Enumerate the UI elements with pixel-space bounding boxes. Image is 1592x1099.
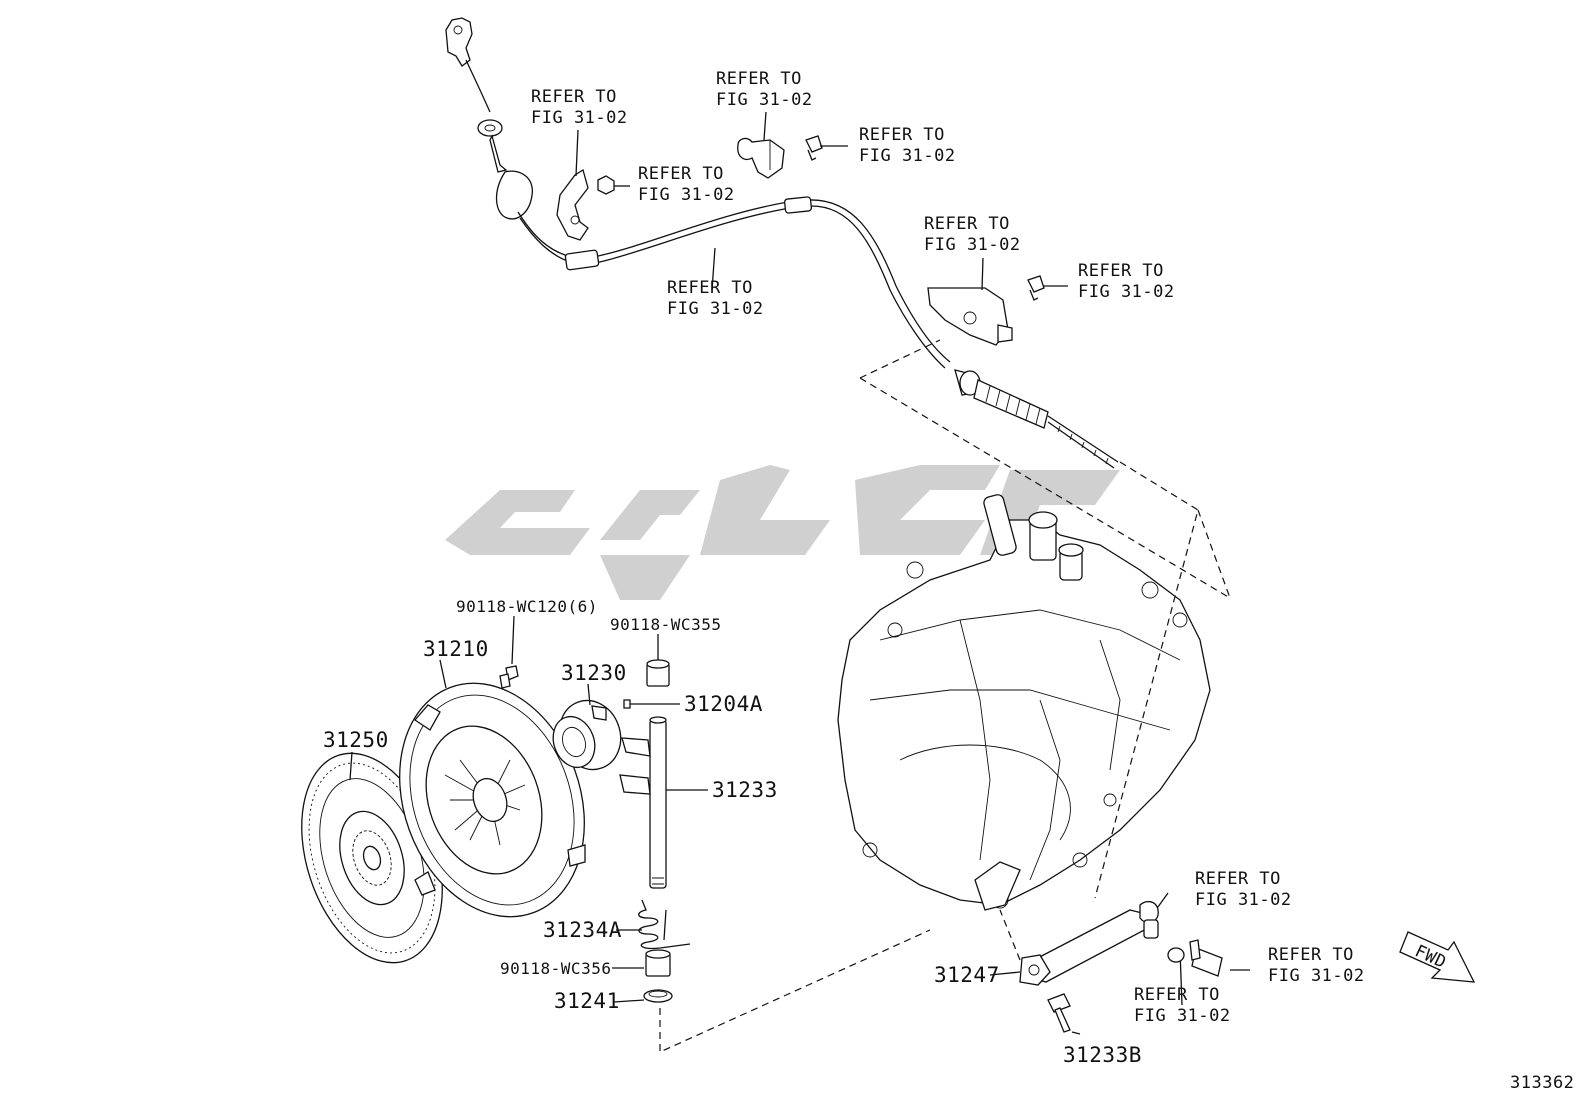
watermark-logo [445,465,1120,600]
bushing-upper [646,659,670,687]
refer-line2: FIG 31-02 [859,146,956,166]
refer-line2: FIG 31-02 [1078,282,1175,302]
refer-label-7: REFER TO FIG 31-02 [1078,261,1175,302]
refer-line1: REFER TO [716,69,802,89]
cable-clamp-top [737,137,785,179]
part-number-90118-wc120: 90118-WC120(6) [456,597,598,616]
refer-line1: REFER TO [1195,869,1281,889]
figure-id: 313362 [1510,1073,1574,1093]
pin-31204a [623,699,680,709]
refer-line2: FIG 31-02 [638,185,735,205]
part-number-31233: 31233 [712,778,778,802]
lever-bushing [1143,919,1159,939]
lever-bolt [1047,993,1071,1033]
part-number-31230: 31230 [561,661,627,685]
part-number-31250: 31250 [323,728,389,752]
refer-line2: FIG 31-02 [716,90,813,110]
release-fork-shaft [619,716,667,889]
refer-line1: REFER TO [667,278,753,298]
refer-leaders [575,111,1250,1006]
refer-label-8: REFER TO FIG 31-02 [1195,869,1292,910]
refer-label-1: REFER TO FIG 31-02 [531,87,628,128]
part-number-31233b: 31233B [1063,1043,1142,1067]
refer-line1: REFER TO [924,214,1010,234]
cable-bracket-right [927,287,1013,346]
part-number-90118-wc356: 90118-WC356 [500,959,611,978]
refer-line1: REFER TO [638,164,724,184]
refer-line1: REFER TO [859,125,945,145]
bushing-lower [645,949,671,977]
lever-pushrod [1189,939,1223,977]
part-number-90118-wc355: 90118-WC355 [610,615,721,634]
refer-label-5: REFER TO FIG 31-02 [667,278,764,319]
refer-label-3: REFER TO FIG 31-02 [716,69,813,110]
bolt-clamp-top [805,135,823,161]
refer-line2: FIG 31-02 [1268,966,1365,986]
part-leaders [349,615,1081,1035]
refer-line2: FIG 31-02 [1134,1006,1231,1026]
oil-seal [643,989,673,1003]
nut-left [597,175,615,195]
release-bearing [552,699,622,771]
refer-line2: FIG 31-02 [1195,890,1292,910]
refer-label-6: REFER TO FIG 31-02 [924,214,1021,255]
assembly-dashed-lines [659,339,1231,1053]
refer-line1: REFER TO [1268,945,1354,965]
clutch-cable-assembly [445,17,1119,469]
refer-line1: REFER TO [1134,985,1220,1005]
refer-line1: REFER TO [531,87,617,107]
release-lever [1019,901,1159,986]
refer-line2: FIG 31-02 [924,235,1021,255]
part-number-31204a: 31204A [684,692,763,716]
refer-line2: FIG 31-02 [667,299,764,319]
fwd-arrow: FWD [1399,931,1476,983]
refer-label-2: REFER TO FIG 31-02 [638,164,735,205]
part-number-31247: 31247 [934,963,1000,987]
refer-line1: REFER TO [1078,261,1164,281]
lever-nut [1167,947,1185,963]
part-number-31210: 31210 [423,637,489,661]
transaxle-housing [837,494,1211,911]
refer-label-4: REFER TO FIG 31-02 [859,125,956,166]
clutch-cover-bolt [499,665,519,689]
refer-label-10: REFER TO FIG 31-02 [1134,985,1231,1026]
part-number-31241: 31241 [554,989,620,1013]
bolt-bracket-right [1027,275,1045,301]
return-spring [638,899,691,950]
refer-line2: FIG 31-02 [531,108,628,128]
refer-label-9: REFER TO FIG 31-02 [1268,945,1365,986]
cable-bracket-left [556,168,589,241]
part-number-31234a: 31234A [543,918,622,942]
